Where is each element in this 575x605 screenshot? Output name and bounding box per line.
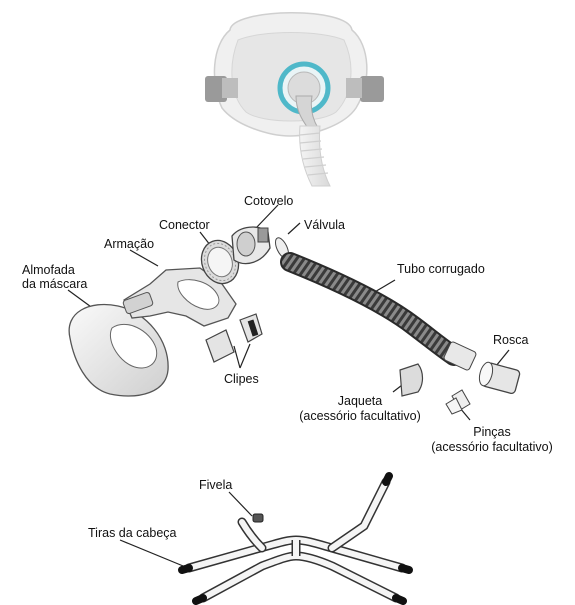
label-frame: Armação [104, 237, 154, 251]
swivel-part [477, 361, 520, 394]
elbow-part [232, 227, 270, 264]
label-buckle: Fivela [199, 478, 232, 492]
buckle-part [253, 514, 263, 522]
clips-accessory-part [446, 390, 470, 414]
label-elbow: Cotovelo [244, 194, 293, 208]
label-clips: Clipes [224, 372, 259, 386]
label-accessory-clips-line2: (acessório facultativo) [422, 440, 562, 454]
label-swivel: Rosca [493, 333, 528, 347]
label-jacket-line1: Jaqueta [290, 394, 430, 408]
label-cushion-line2: da máscara [22, 277, 87, 291]
tube-part [290, 262, 477, 371]
mask-assembled-illustration [205, 13, 384, 186]
label-jacket-line2: (acessório facultativo) [290, 409, 430, 423]
label-valve: Válvula [304, 218, 345, 232]
headgear-illustration [182, 476, 409, 601]
jacket-part [400, 364, 423, 396]
label-accessory-clips-line1: Pinças [422, 425, 562, 439]
label-cushion-line1: Almofada [22, 263, 75, 277]
label-headgear-straps: Tiras da cabeça [88, 526, 176, 540]
label-connector: Conector [159, 218, 210, 232]
cushion-part [69, 304, 168, 395]
label-tube: Tubo corrugado [397, 262, 485, 276]
